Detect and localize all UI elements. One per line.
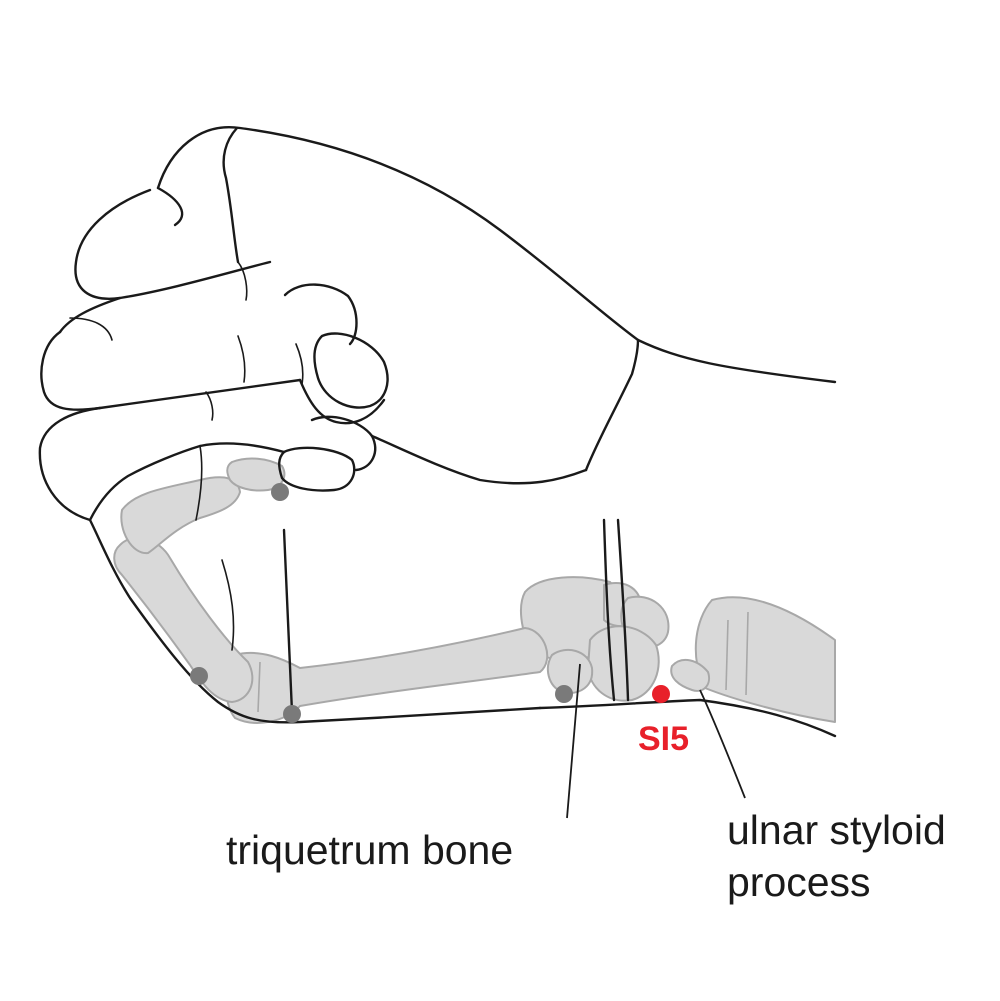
ring-finger <box>38 406 102 522</box>
si5-label: SI5 <box>638 720 689 758</box>
ulnar-styloid-label-line2: process <box>727 859 871 905</box>
dorsal-contour <box>156 125 837 384</box>
palm-heel <box>370 434 588 485</box>
ulnar-styloid-label-line1: ulnar styloid <box>727 807 946 853</box>
ulnar-styloid <box>670 658 710 692</box>
thumb <box>283 283 358 346</box>
si5-point <box>652 685 670 703</box>
hand-outline <box>38 125 837 738</box>
triquetrum-bone <box>587 625 660 702</box>
triquetrum-label: triquetrum bone <box>226 827 513 873</box>
little-finger <box>88 518 542 724</box>
thumb-tip <box>313 332 389 409</box>
landmark-dot <box>271 483 289 501</box>
fifth-metacarpal <box>225 627 549 724</box>
proximal-phalanx <box>113 536 254 703</box>
triquetrum-leader <box>566 663 581 819</box>
ulnar-styloid-leader <box>699 689 746 799</box>
middle-phalanx <box>120 476 241 555</box>
distal-phalanx <box>226 457 286 492</box>
landmark-dot <box>190 667 208 685</box>
middle-finger <box>40 330 302 411</box>
landmark-dot <box>283 705 301 723</box>
ulnar-edge <box>538 698 837 738</box>
landmark-dot <box>555 685 573 703</box>
index-finger <box>74 188 272 300</box>
ulna-bone <box>694 596 836 723</box>
pisiform-bone <box>546 648 594 694</box>
landmarks <box>190 483 670 723</box>
little-finger-tip <box>278 446 356 492</box>
bones <box>113 457 836 724</box>
